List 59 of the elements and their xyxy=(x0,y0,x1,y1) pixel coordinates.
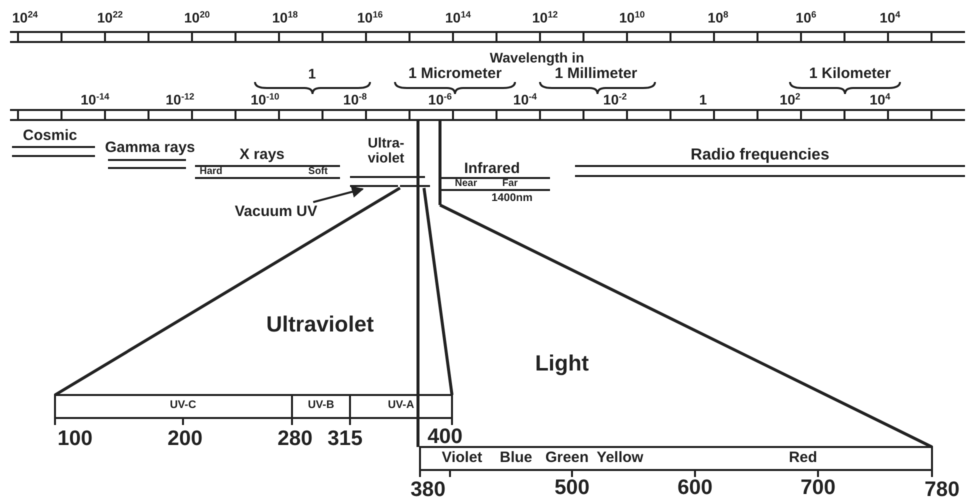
color-label: Yellow xyxy=(596,450,644,466)
nanometer-tick-label: 600 xyxy=(677,476,713,500)
nanometer-tick-label: 280 xyxy=(277,428,313,450)
nanometer-tick-label: 400 xyxy=(427,426,463,448)
nanometer-tick-label: 315 xyxy=(327,428,363,450)
wavelength-tick-label: 1 xyxy=(699,92,707,108)
color-label: Red xyxy=(788,450,818,466)
nanometer-tick-label: 780 xyxy=(924,478,960,502)
nanometer-tick-label: 380 xyxy=(410,478,446,502)
scale-label: 1 xyxy=(308,66,316,82)
color-label: Blue xyxy=(500,450,532,466)
band-label: Radio frequencies xyxy=(690,148,830,164)
region-title: Ultraviolet xyxy=(266,312,374,336)
frequency-tick-label: 10$^{22}$ xyxy=(97,10,123,26)
scale-label: 1 Micrometer xyxy=(408,66,502,82)
band-label: Infrared xyxy=(464,161,520,177)
band-segment-label: UV-B xyxy=(308,400,334,412)
scale-label: 1 Kilometer xyxy=(809,66,891,82)
band-label: Vacuum UV xyxy=(234,204,318,220)
frequency-tick-label: 10$^{16}$ xyxy=(357,10,383,26)
frequency-tick-label: 10$^{4}$ xyxy=(880,10,900,26)
wavelength-tick-label: 10$^{-10}$ xyxy=(250,92,280,108)
wavelength-tick-label: 10$^{-14}$ xyxy=(80,92,110,108)
wavelength-tick-label: 10$^{4}$ xyxy=(870,92,890,108)
wavelength-tick-label: 10$^{-8}$ xyxy=(343,92,367,108)
wavelength-tick-label: 10$^{2}$ xyxy=(780,92,800,108)
wavelength-tick-label: 10$^{-12}$ xyxy=(166,92,194,108)
wavelength-tick-label: 10$^{-2}$ xyxy=(603,92,627,108)
frequency-tick-label: 10$^{14}$ xyxy=(445,10,471,26)
band-sub-label: Far xyxy=(502,178,518,190)
wavelength-tick-label: 10$^{-6}$ xyxy=(428,92,452,108)
band-segment-label: UV-A xyxy=(388,400,414,412)
frequency-tick-label: 10$^{8}$ xyxy=(708,10,728,26)
band-label: Ultra- violet xyxy=(368,135,404,165)
axis-title: Wavelength in xyxy=(490,50,584,66)
color-label: Violet xyxy=(442,450,482,466)
frequency-tick-label: 10$^{24}$ xyxy=(12,10,38,26)
band-sub-label: Hard xyxy=(200,166,222,178)
color-label: Green xyxy=(545,450,589,466)
frequency-tick-label: 10$^{18}$ xyxy=(272,10,298,26)
frequency-tick-label: 10$^{20}$ xyxy=(184,10,210,26)
band-sub-label: Near xyxy=(454,178,478,190)
region-title: Light xyxy=(535,351,589,375)
wavelength-tick-label: 10$^{-4}$ xyxy=(513,92,537,108)
band-sub-label: 1400nm xyxy=(492,193,532,205)
band-sub-label: Soft xyxy=(308,166,328,178)
frequency-tick-label: 10$^{12}$ xyxy=(532,10,558,26)
nanometer-tick-label: 200 xyxy=(167,428,203,450)
nanometer-tick-label: 700 xyxy=(800,476,836,500)
band-label: Gamma rays xyxy=(104,140,196,156)
band-label: Cosmic xyxy=(22,128,78,144)
scale-label: 1 Millimeter xyxy=(554,66,638,82)
frequency-tick-label: 10$^{10}$ xyxy=(619,10,645,26)
nanometer-tick-label: 500 xyxy=(554,476,590,500)
band-segment-label: UV-C xyxy=(170,400,196,412)
nanometer-tick-label: 100 xyxy=(57,428,93,450)
frequency-tick-label: 10$^{6}$ xyxy=(796,10,816,26)
band-label: X rays xyxy=(239,147,285,163)
leader-arrow xyxy=(312,186,364,204)
